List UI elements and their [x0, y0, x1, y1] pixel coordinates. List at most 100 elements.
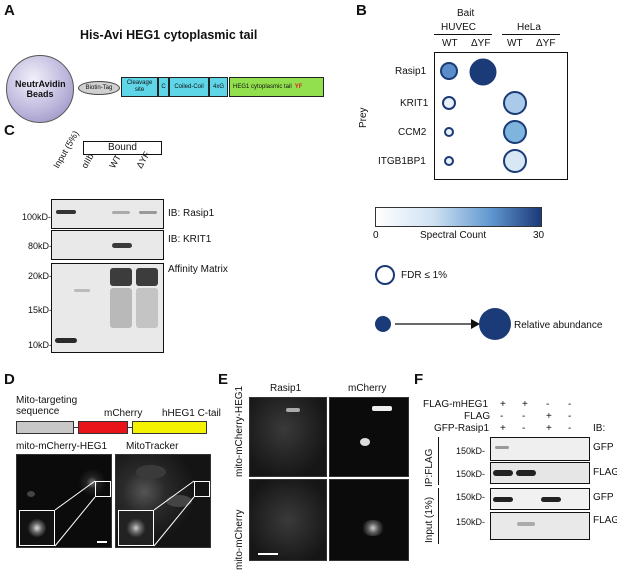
dot-krit1-hela-wt — [503, 91, 527, 115]
huvec-label: HUVEC — [441, 22, 477, 33]
ib-krit1: IB: KRIT1 — [168, 234, 212, 245]
colorbar-max: 30 — [533, 230, 545, 241]
zoom-box — [194, 481, 210, 497]
col-mcherry: mCherry — [348, 383, 387, 394]
biotin-label: Biotin-Tag — [85, 85, 113, 91]
row-gfp-rasip1: GFP-Rasip1 — [434, 423, 490, 434]
fdr-legend-label: FDR ≤ 1% — [401, 270, 448, 281]
blot-input-gfp — [490, 488, 590, 510]
mw-150: 150kD- — [456, 492, 486, 502]
zoom-inset — [118, 510, 154, 546]
ip-flag-band-label: FLAG — [593, 467, 617, 478]
mcherry-segment — [78, 421, 128, 434]
blot-krit1 — [51, 230, 164, 260]
dot-krit1-huvec-wt — [442, 96, 456, 110]
affinity-matrix-label: Affinity Matrix — [168, 264, 228, 275]
relative-abundance-label: Relative abundance — [514, 320, 603, 331]
lane-input: Input (5%) — [51, 129, 81, 170]
heg1-tail-segment: HEG1 cytoplasmic tail YF — [229, 77, 324, 97]
sign: - — [568, 423, 572, 434]
colorbar-min: 0 — [373, 230, 379, 241]
sign: + — [500, 399, 506, 410]
panel-a-title: His-Avi HEG1 cytoplasmic tail — [80, 28, 258, 42]
panel-label-e: E — [218, 371, 229, 388]
hela-bracket — [502, 34, 560, 35]
mw-150: 150kD- — [456, 446, 486, 456]
row-rasip1: Rasip1 — [395, 66, 427, 77]
neutravidin-bead: NeutrAvidin Beads — [6, 55, 74, 123]
sign: + — [546, 411, 552, 422]
blot-ip-flag — [490, 462, 590, 484]
coiled-coil-segment: Coiled-Coil — [169, 77, 209, 97]
blot-input-flag — [490, 512, 590, 540]
row-flag-mheg1: FLAG-mHEG1 — [423, 399, 489, 410]
row-itgb1bp1: ITGB1BP1 — [378, 156, 426, 167]
dot-rasip1-huvec-dyf — [469, 58, 497, 86]
mw-10: 10kD- — [28, 340, 53, 350]
hela-label: HeLa — [517, 22, 541, 33]
sign: - — [546, 399, 550, 410]
mw-80: 80kD- — [28, 241, 53, 251]
micrograph-mitotracker — [115, 454, 211, 548]
col-hela-wt: WT — [507, 38, 523, 49]
micrograph-e-rasip1-heg1 — [249, 397, 327, 477]
dot-itgb1bp1-huvec-wt — [444, 156, 454, 166]
huvec-bracket — [434, 34, 492, 35]
arrow-right-icon — [395, 319, 480, 329]
ctail-segment — [132, 421, 207, 434]
img1-title: mito-mCherry-HEG1 — [16, 441, 108, 452]
dot-plot — [440, 58, 527, 173]
mcherry-label: mCherry — [104, 408, 143, 419]
yf-label: YF — [294, 83, 303, 90]
mw-15: 15kD- — [28, 305, 53, 315]
panel-label-f: F — [414, 371, 424, 388]
c-segment: C — [158, 77, 169, 97]
micrograph-e-rasip1-mito — [249, 479, 327, 561]
4xg-segment: 4xG — [209, 77, 228, 97]
sign: + — [546, 423, 552, 434]
row-flag: FLAG — [464, 411, 491, 422]
mito-seq-segment — [16, 421, 74, 434]
mito-seq-label: Mito-targeting sequence — [16, 395, 78, 417]
prey-axis-label: Prey — [358, 107, 369, 128]
sign: - — [522, 411, 526, 422]
mw-20: 20kD- — [28, 271, 53, 281]
scale-bar — [258, 553, 278, 555]
heg1-tail-label: HEG1 cytoplasmic tail — [233, 83, 292, 90]
sign: - — [522, 423, 526, 434]
dot-plot-frame — [434, 52, 568, 180]
col-hela-dyf: ΔYF — [536, 38, 556, 49]
img2-title: MitoTracker — [126, 441, 179, 452]
bait-label: Bait — [457, 8, 475, 19]
ib-label: IB: — [593, 423, 606, 434]
dot-ccm2-huvec-wt — [444, 127, 454, 137]
sign: - — [500, 411, 504, 422]
small-abundance-icon — [375, 316, 391, 332]
bound-header: Bound — [83, 141, 162, 155]
cleavage-site-segment: Cleavage site — [121, 77, 158, 97]
ctail-label: hHEG1 C-tail — [162, 408, 221, 419]
lane-wt: WT — [107, 152, 123, 170]
zoom-box — [95, 481, 111, 497]
input-gfp-label: GFP — [593, 492, 614, 503]
blot-rasip1 — [51, 199, 164, 229]
panel-label-b: B — [356, 2, 367, 19]
biotin-tag: Biotin-Tag — [78, 81, 120, 95]
large-abundance-icon — [479, 308, 511, 340]
zoom-inset — [19, 510, 55, 546]
sign: + — [522, 399, 528, 410]
col-huvec-dyf: ΔYF — [471, 38, 491, 49]
ip-gfp-label: GFP — [593, 442, 614, 453]
sign: + — [500, 423, 506, 434]
input-flag-label: FLAG — [593, 515, 617, 526]
sign: - — [568, 411, 572, 422]
micrograph-e-mcherry-heg1 — [329, 397, 409, 477]
mw-150: 150kD- — [456, 517, 486, 527]
lane-aiib: αIIb — [79, 151, 96, 170]
micrograph-e-mcherry-mito — [329, 479, 409, 561]
fdr-legend-icon — [375, 265, 395, 285]
ip-flag-label: IP:FLAG — [424, 448, 435, 487]
panel-label-c: C — [4, 122, 15, 139]
colorbar-label: Spectral Count — [420, 230, 487, 241]
row-mito-mcherry-heg1: mito-mCherry-HEG1 — [234, 385, 245, 477]
